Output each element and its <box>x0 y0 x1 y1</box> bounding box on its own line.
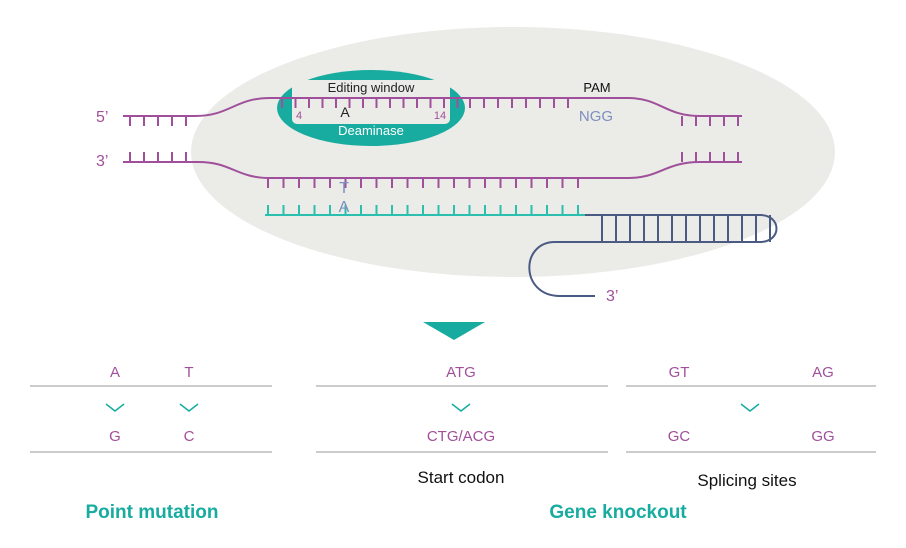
chevron-down-icon <box>179 403 199 412</box>
guide-3prime-label: 3’ <box>606 288 618 305</box>
start-codon-to: CTG/ACG <box>427 428 495 445</box>
guide-rna-ticks <box>267 205 579 215</box>
bottom-strand-ticks <box>129 152 739 188</box>
deaminase-label: Deaminase <box>338 123 404 138</box>
top-strand-5prime-label: 5’ <box>96 109 108 126</box>
guide-base: A <box>339 199 350 216</box>
window-end-position: 14 <box>434 110 446 122</box>
start-codon-from: ATG <box>446 364 476 381</box>
result-arrow-icon <box>423 322 485 340</box>
gene-knockout-label: Gene knockout <box>549 502 687 523</box>
chevron-down-icon <box>451 403 471 412</box>
splicing-sites-label: Splicing sites <box>697 471 796 490</box>
bottom-dna-strand <box>123 161 742 179</box>
chevron-down-icon <box>740 403 760 412</box>
window-target-base: A <box>340 104 350 120</box>
point-to-g: G <box>109 428 121 445</box>
pam-sequence: NGG <box>579 108 613 125</box>
guide-rna-scaffold <box>528 214 778 297</box>
point-from-a: A <box>110 364 120 381</box>
outcome-separators <box>30 385 876 453</box>
bottom-strand-3prime-label: 3’ <box>96 153 108 170</box>
top-strand-ticks <box>129 98 739 126</box>
splice-to-gc: GC <box>668 428 691 445</box>
point-to-c: C <box>184 428 195 445</box>
splice-to-gg: GG <box>811 428 834 445</box>
scaffold-ticks <box>601 215 771 242</box>
editing-window-box <box>292 80 450 124</box>
point-from-t: T <box>184 364 193 381</box>
chevron-down-icon <box>105 403 125 412</box>
editing-window-ticks <box>281 98 459 108</box>
window-start-position: 4 <box>296 110 302 122</box>
pam-label: PAM <box>583 80 610 95</box>
splice-from-ag: AG <box>812 364 834 381</box>
start-codon-label: Start codon <box>418 468 505 487</box>
point-mutation-label: Point mutation <box>86 502 219 523</box>
splice-from-gt: GT <box>669 364 690 381</box>
editing-window-label: Editing window <box>328 80 415 95</box>
target-strand-base: T <box>339 180 349 197</box>
